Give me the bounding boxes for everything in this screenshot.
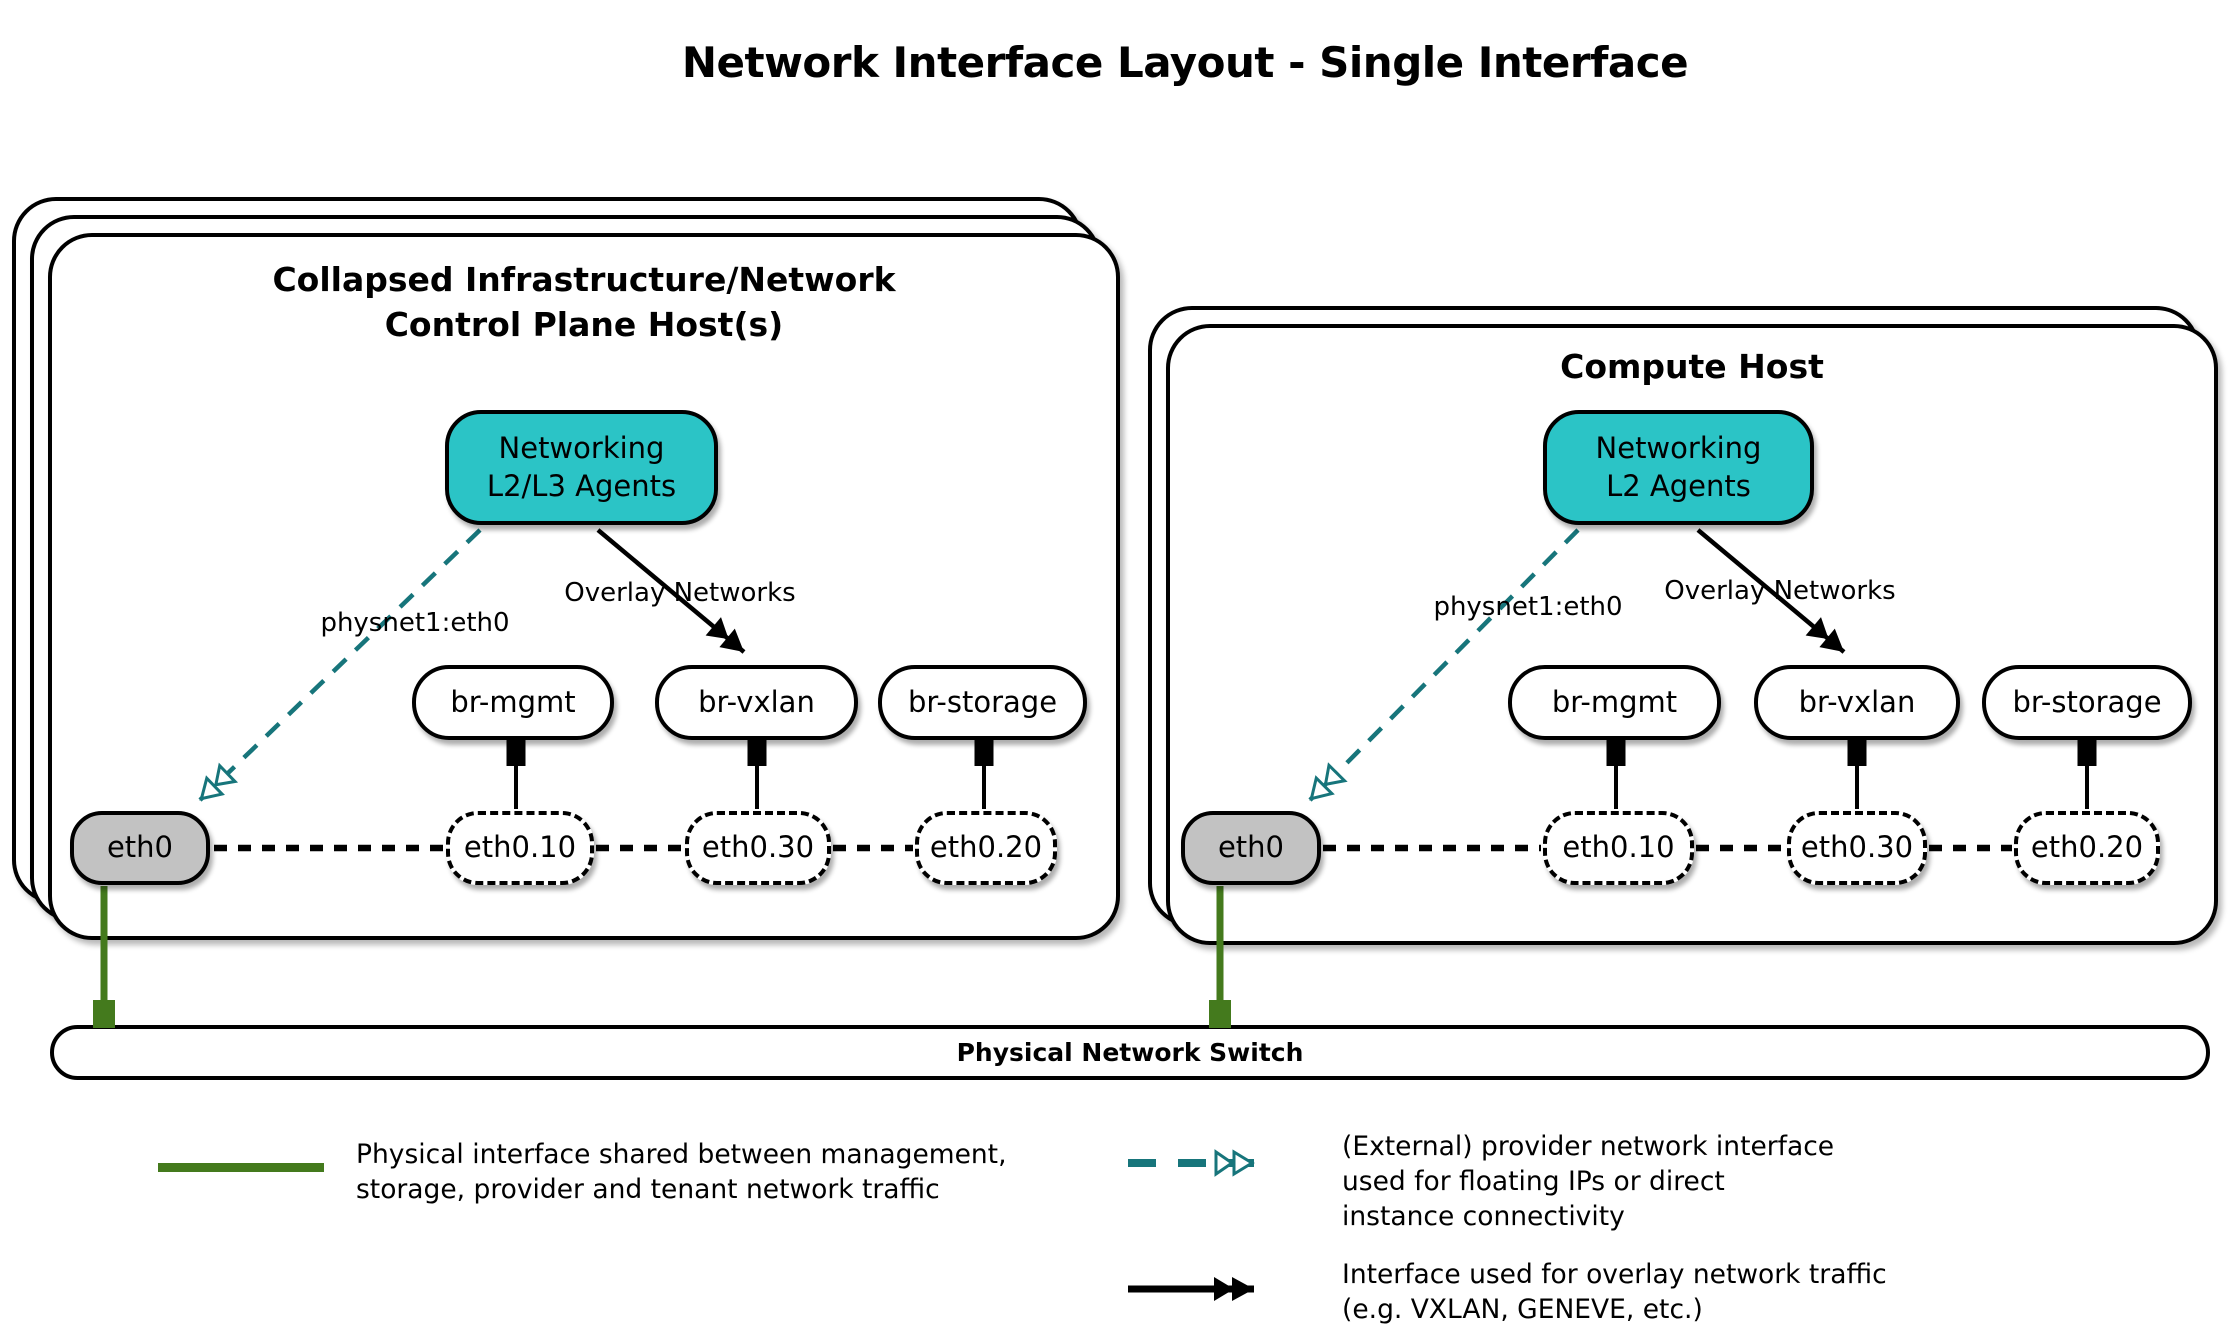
legend-item-overlay-network: Interface used for overlay network traff…	[1342, 1258, 1962, 1328]
teal-dashed-arrow-icon	[1128, 1149, 1255, 1177]
legend-item-physical-interface: Physical interface shared between manage…	[356, 1138, 1116, 1208]
legend-line: Interface used for overlay network traff…	[1342, 1259, 1887, 1290]
bridge-node-br-mgmt-right: br-mgmt	[1508, 665, 1721, 740]
compute-host-title-line1: Compute Host	[1560, 347, 1824, 386]
agent-label-line2: L2 Agents	[1606, 468, 1751, 503]
overlay-network-arrow-left	[596, 528, 746, 654]
legend-line: (External) provider network interface	[1342, 1131, 1835, 1162]
provider-arrow-label-right: physnet1:eth0	[1433, 592, 1623, 622]
physical-uplinks	[93, 886, 1231, 1028]
agent-label-line2: L2/L3 Agents	[486, 468, 677, 503]
vlan-node-eth0-20-right: eth0.20	[2014, 811, 2160, 885]
legend-item-provider-network: (External) provider network interface us…	[1342, 1130, 1962, 1235]
vlan-node-eth0-10-left: eth0.10	[446, 811, 594, 885]
physical-network-switch-label: Physical Network Switch	[956, 1038, 1304, 1067]
green-line-icon	[158, 1163, 324, 1172]
page-title: Network Interface Layout - Single Interf…	[681, 38, 1689, 87]
networking-agents-node-left: Networking L2/L3 Agents	[445, 410, 718, 525]
nic-node-eth0-left: eth0	[70, 811, 210, 885]
vlan-node-eth0-20-left: eth0.20	[915, 811, 1057, 885]
uplink-port-icon-right	[1209, 1000, 1231, 1028]
vlan-node-eth0-30-left: eth0.30	[685, 811, 831, 885]
bridge-node-br-storage-left: br-storage	[878, 665, 1087, 740]
physical-network-switch: Physical Network Switch	[50, 1025, 2210, 1080]
legend-line: instance connectivity	[1342, 1200, 1625, 1232]
bridge-node-br-vxlan-left: br-vxlan	[655, 665, 858, 740]
provider-arrow-label-left: physnet1:eth0	[320, 608, 510, 638]
bridge-node-br-storage-right: br-storage	[1982, 665, 2192, 740]
agent-label-line1: Networking	[498, 430, 665, 465]
control-host-title-line1: Collapsed Infrastructure/Network	[272, 260, 896, 299]
control-host-title-line2: Control Plane Host(s)	[384, 304, 784, 344]
nic-node-eth0-right: eth0	[1181, 811, 1321, 885]
legend-line: (e.g. VXLAN, GENEVE, etc.)	[1342, 1293, 1703, 1325]
bridge-node-br-vxlan-right: br-vxlan	[1754, 665, 1960, 740]
legend-line: Physical interface shared between manage…	[356, 1139, 1007, 1170]
networking-agents-node-right: Networking L2 Agents	[1543, 410, 1814, 525]
bridge-links-right	[1606, 740, 2097, 809]
bridge-links-left	[506, 740, 994, 809]
compute-host-title: Compute Host	[1166, 345, 2218, 390]
legend-line: storage, provider and tenant network tra…	[356, 1173, 940, 1205]
control-host-title: Collapsed Infrastructure/Network Control…	[48, 258, 1120, 347]
overlay-network-arrow-right	[1696, 528, 1846, 654]
uplink-port-icon-left	[93, 1000, 115, 1028]
overlay-arrow-label-right: Overlay Networks	[1664, 576, 1896, 606]
black-arrow-icon	[1128, 1277, 1254, 1301]
provider-network-arrow-right	[1308, 528, 1580, 802]
provider-network-arrow-left	[198, 528, 482, 802]
bridge-node-br-mgmt-left: br-mgmt	[412, 665, 614, 740]
agent-label-line1: Networking	[1595, 430, 1762, 465]
overlay-arrow-label-left: Overlay Networks	[564, 578, 796, 608]
vlan-node-eth0-10-right: eth0.10	[1543, 811, 1694, 885]
legend-line: used for floating IPs or direct	[1342, 1165, 1725, 1197]
vlan-node-eth0-30-right: eth0.30	[1787, 811, 1927, 885]
